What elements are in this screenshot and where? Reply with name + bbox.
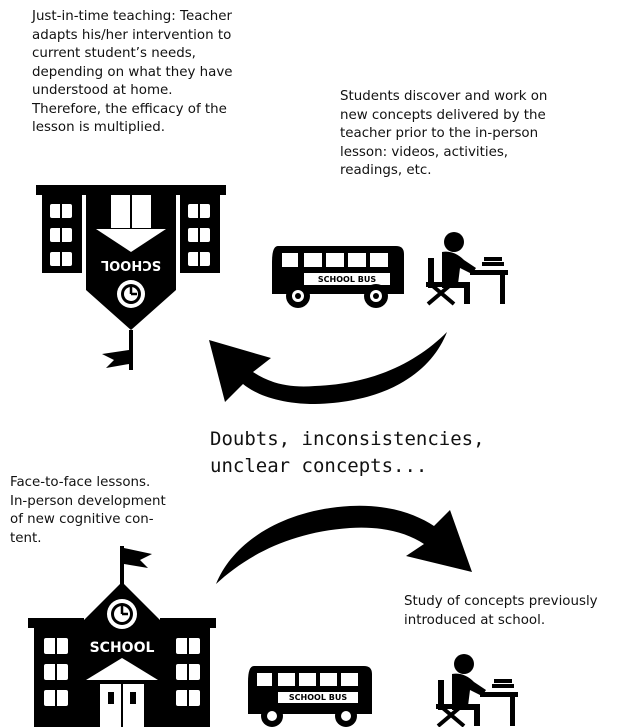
curved-arrow-icon: [216, 505, 472, 584]
school-sign: SCHOOL: [89, 640, 155, 656]
center-text: Doubts, inconsistencies, unclear concept…: [210, 428, 485, 477]
school-bus-icon: [272, 246, 404, 308]
school-bus-icon: [248, 666, 372, 727]
student-studying-icon: [426, 232, 508, 306]
student-studying-icon: [436, 654, 518, 727]
school-sign-flipped: SCHOOL: [100, 257, 162, 272]
bottom-right-text: Study of concepts previously introduced …: [404, 594, 598, 628]
school-flipped-icon: [36, 185, 226, 370]
curved-arrow-icon: [209, 332, 447, 404]
bottom-left-text: Face-to-face lessons. In-person developm…: [10, 475, 166, 546]
school-icon: [28, 546, 216, 727]
top-right-text: Students discover and work on new concep…: [340, 89, 548, 178]
bus-label-top: SCHOOL BUS: [317, 275, 377, 284]
top-left-text: Just-in-time teaching: Teacher adapts hi…: [32, 9, 233, 135]
bus-label-bottom: SCHOOL BUS: [288, 693, 348, 702]
